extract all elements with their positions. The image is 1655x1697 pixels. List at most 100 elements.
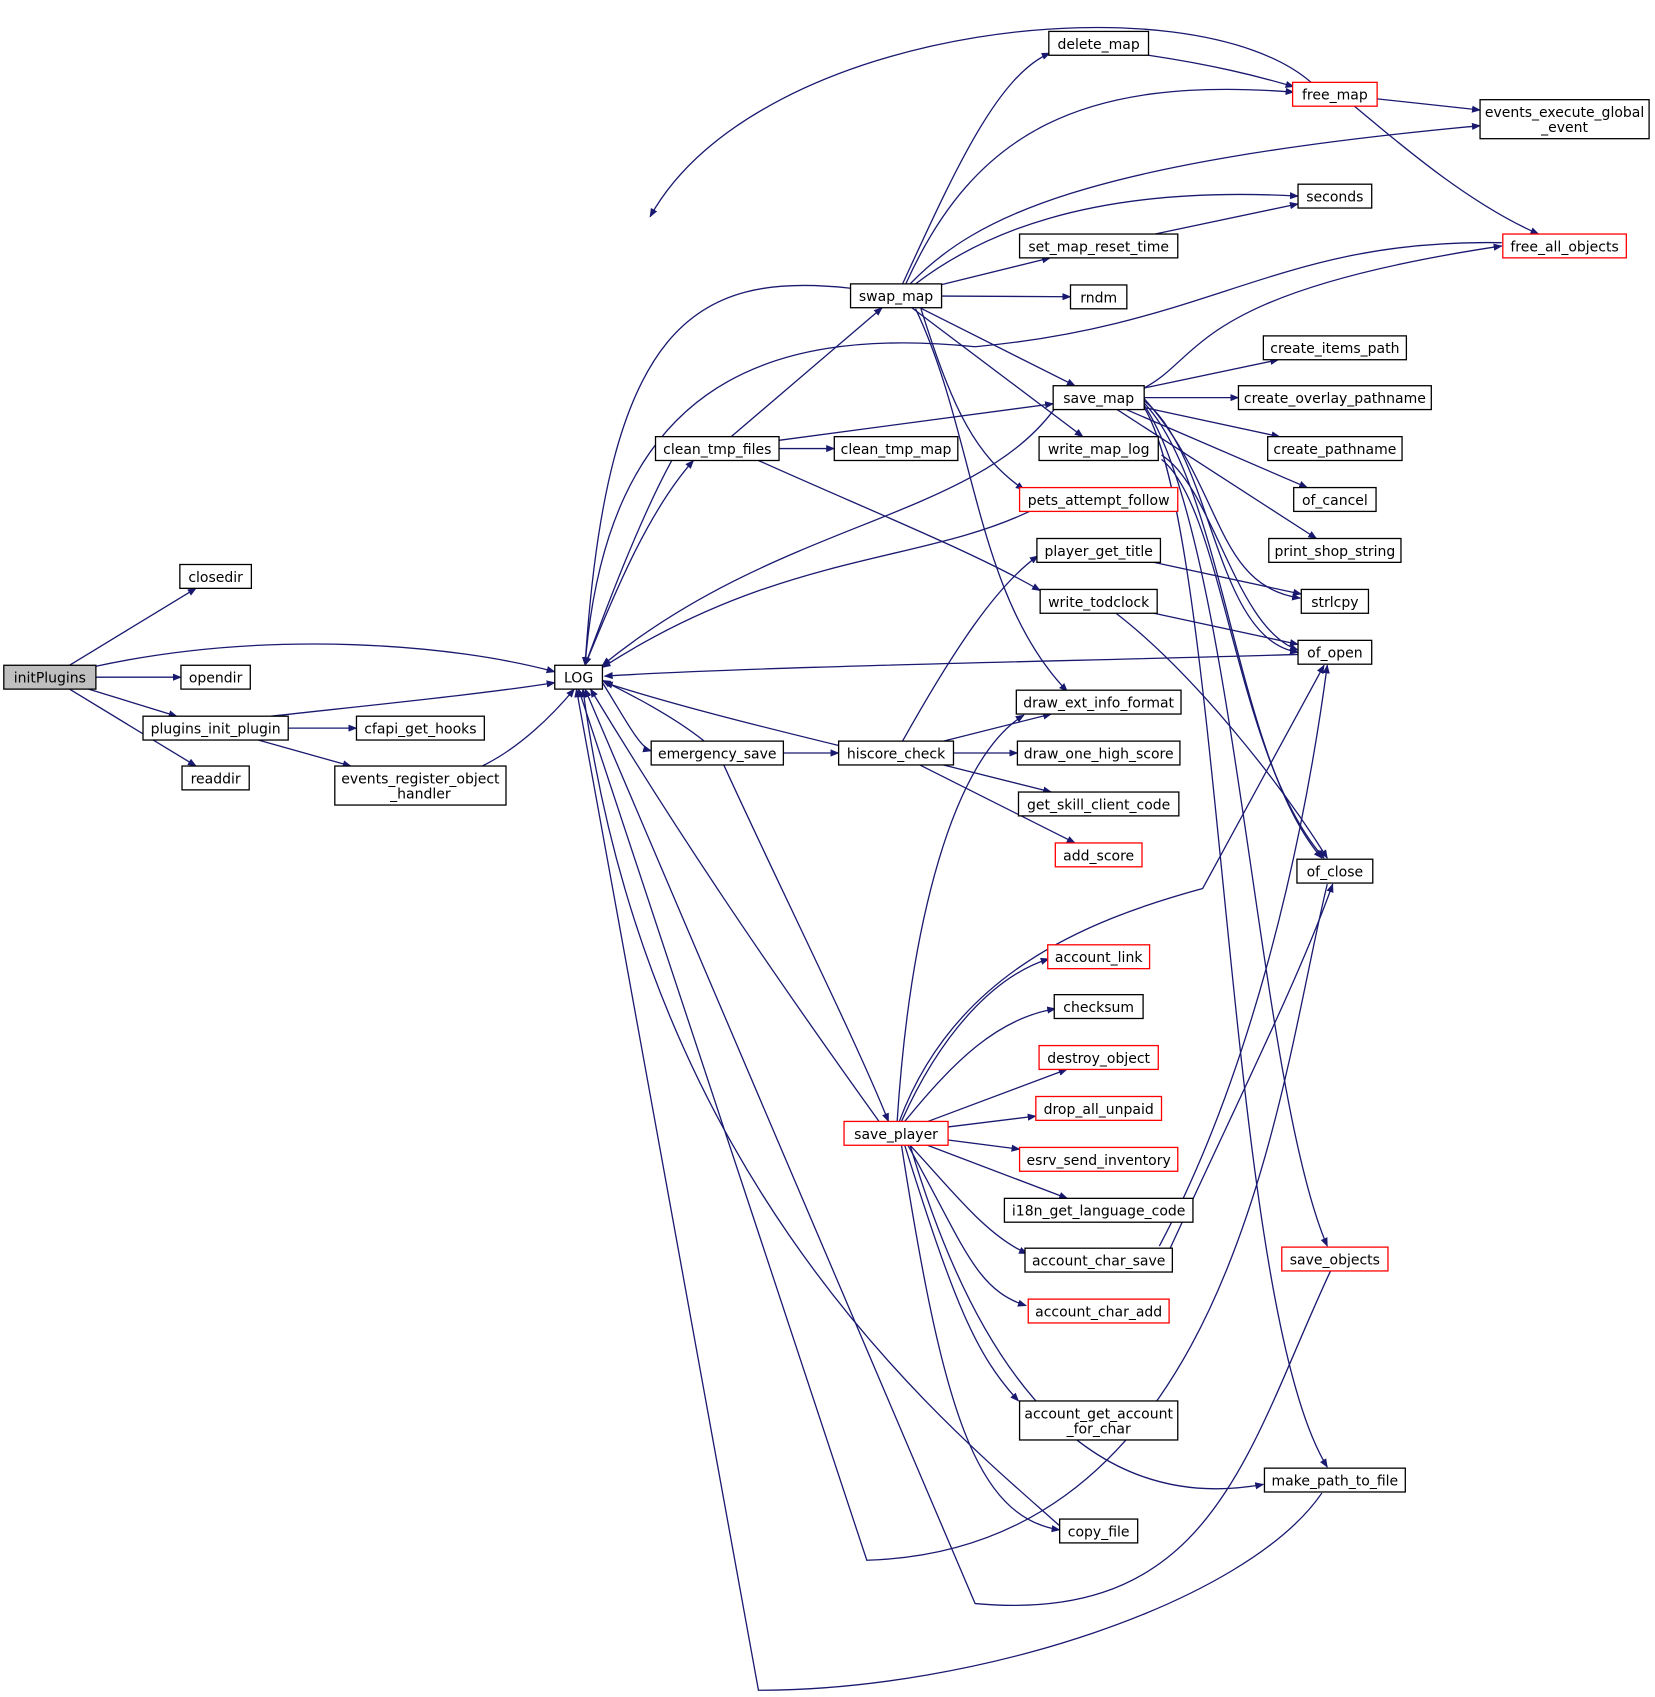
node-of_open[interactable]: of_open: [1297, 639, 1373, 665]
node-events_execute_global_event[interactable]: events_execute_global_event: [1479, 99, 1650, 140]
node-box-plugins_init_plugin: [142, 715, 289, 741]
edge-swap_map-to-LOG: [582, 284, 851, 667]
node-create_items_path[interactable]: create_items_path: [1262, 335, 1408, 361]
node-label-closedir: closedir: [188, 570, 243, 586]
edge-of_close-to-LOG: [577, 688, 1328, 1561]
node-box-drop_all_unpaid: [1035, 1095, 1163, 1121]
node-save_objects[interactable]: save_objects: [1281, 1246, 1389, 1272]
edge-initPlugins-to-LOG: [95, 643, 556, 674]
edge-events_register_object_handler-to-LOG: [481, 688, 575, 767]
node-emergency_save[interactable]: emergency_save: [650, 740, 785, 766]
node-account_char_save[interactable]: account_char_save: [1024, 1247, 1173, 1273]
edge-save_map-to-free_all_objects: [1143, 243, 1503, 389]
edge-save_map-to-create_items_path: [1144, 357, 1280, 389]
node-box-set_map_reset_time: [1018, 233, 1179, 259]
node-draw_one_high_score[interactable]: draw_one_high_score: [1016, 740, 1181, 766]
node-print_shop_string[interactable]: print_shop_string: [1268, 537, 1402, 563]
node-cfapi_get_hooks[interactable]: cfapi_get_hooks: [355, 715, 485, 741]
node-label-clean_tmp_map: clean_tmp_map: [841, 442, 952, 458]
node-label-add_score: add_score: [1063, 848, 1134, 864]
edge-emergency_save-to-LOG: [601, 679, 705, 742]
node-write_todclock[interactable]: write_todclock: [1039, 588, 1158, 614]
node-pets_attempt_follow[interactable]: pets_attempt_follow: [1018, 486, 1179, 513]
node-box-clean_tmp_files: [654, 436, 780, 462]
node-label-pets_attempt_follow: pets_attempt_follow: [1028, 493, 1170, 509]
node-rndm[interactable]: rndm: [1069, 284, 1128, 310]
node-make_path_to_file[interactable]: make_path_to_file: [1263, 1467, 1406, 1493]
node-box-account_link: [1047, 944, 1151, 970]
node-box-delete_map: [1048, 30, 1150, 56]
node-clean_tmp_map[interactable]: clean_tmp_map: [833, 436, 959, 462]
node-strlcpy[interactable]: strlcpy: [1300, 588, 1370, 614]
node-box-i18n_get_language_code: [1003, 1197, 1194, 1223]
node-account_get_account_for_char[interactable]: account_get_account_for_char: [1018, 1400, 1179, 1441]
edge-swap_map-to-delete_map: [901, 52, 1051, 285]
edge-swap_map-to-save_map: [919, 307, 1076, 387]
node-box-draw_ext_info_format: [1015, 689, 1182, 715]
node-draw_ext_info_format[interactable]: draw_ext_info_format: [1015, 689, 1182, 715]
edge-hiscore_check-to-LOG: [603, 681, 839, 747]
node-create_overlay_pathname[interactable]: create_overlay_pathname: [1237, 385, 1432, 411]
node-box-emergency_save: [650, 740, 785, 766]
node-delete_map[interactable]: delete_map: [1048, 30, 1150, 56]
node-readdir[interactable]: readdir: [181, 765, 250, 791]
node-set_map_reset_time[interactable]: set_map_reset_time: [1018, 233, 1179, 259]
node-label-events_register_object_handler-1: _handler: [389, 787, 451, 803]
node-plugins_init_plugin[interactable]: plugins_init_plugin: [142, 715, 289, 741]
edge-clean_tmp_files-to-write_todclock: [758, 459, 1041, 592]
edge-save_map-to-of_cancel: [1126, 408, 1309, 489]
node-write_map_log[interactable]: write_map_log: [1038, 436, 1159, 462]
node-label-account_char_save: account_char_save: [1032, 1254, 1165, 1270]
node-of_cancel[interactable]: of_cancel: [1293, 486, 1377, 513]
node-create_pathname[interactable]: create_pathname: [1267, 436, 1403, 462]
node-account_char_add[interactable]: account_char_add: [1027, 1298, 1170, 1324]
node-box-draw_one_high_score: [1016, 740, 1181, 766]
node-destroy_object[interactable]: destroy_object: [1038, 1044, 1159, 1071]
edge-free_map-to-events_execute_global_event: [1377, 98, 1481, 113]
node-copy_file[interactable]: copy_file: [1059, 1518, 1139, 1544]
node-box-of_close: [1296, 858, 1374, 884]
edge-write_todclock-to-of_open: [1153, 612, 1299, 647]
node-label-rndm: rndm: [1080, 290, 1117, 306]
node-label-strlcpy: strlcpy: [1311, 595, 1358, 611]
node-closedir[interactable]: closedir: [179, 563, 253, 589]
node-opendir[interactable]: opendir: [180, 664, 251, 690]
node-player_get_title[interactable]: player_get_title: [1036, 537, 1162, 563]
node-of_close[interactable]: of_close: [1296, 858, 1374, 884]
node-checksum[interactable]: checksum: [1053, 994, 1144, 1020]
node-box-add_score: [1054, 842, 1143, 868]
node-add_score[interactable]: add_score: [1054, 842, 1143, 868]
node-initPlugins[interactable]: initPlugins: [3, 664, 97, 690]
node-drop_all_unpaid[interactable]: drop_all_unpaid: [1035, 1095, 1163, 1121]
node-box-checksum: [1053, 994, 1144, 1020]
node-save_map[interactable]: save_map: [1052, 385, 1145, 411]
node-account_link[interactable]: account_link: [1047, 944, 1151, 970]
node-box-rndm: [1069, 284, 1128, 310]
node-box-player_get_title: [1036, 537, 1162, 563]
node-seconds[interactable]: seconds: [1297, 183, 1373, 209]
edge-plugins_init_plugin-to-LOG: [270, 680, 556, 717]
node-label-account_get_account_for_char-1: _for_char: [1066, 1421, 1131, 1437]
node-clean_tmp_files[interactable]: clean_tmp_files: [654, 436, 780, 462]
node-free_map[interactable]: free_map: [1291, 81, 1378, 107]
node-label-initPlugins: initPlugins: [14, 671, 86, 687]
node-label-account_char_add: account_char_add: [1035, 1304, 1162, 1320]
node-box-get_skill_client_code: [1017, 791, 1180, 817]
node-esrv_send_inventory[interactable]: esrv_send_inventory: [1018, 1146, 1179, 1172]
node-hiscore_check[interactable]: hiscore_check: [837, 740, 955, 766]
edge-clean_tmp_files-to-save_map: [778, 401, 1055, 441]
edge-save_player-to-checksum: [904, 1006, 1057, 1122]
node-get_skill_client_code[interactable]: get_skill_client_code: [1017, 791, 1180, 817]
edge-swap_map-to-events_execute_global_event: [909, 122, 1481, 285]
node-label-player_get_title: player_get_title: [1044, 544, 1152, 560]
edge-hiscore_check-to-add_score: [919, 764, 1076, 844]
node-swap_map[interactable]: swap_map: [849, 283, 943, 309]
edge-account_char_save-to-of_close: [1169, 883, 1334, 1249]
node-label-save_map: save_map: [1063, 391, 1134, 407]
node-events_register_object_handler[interactable]: events_register_object_handler: [334, 765, 507, 806]
node-i18n_get_language_code[interactable]: i18n_get_language_code: [1003, 1197, 1194, 1223]
node-box-events_execute_global_event: [1479, 99, 1650, 140]
node-free_all_objects[interactable]: free_all_objects: [1502, 233, 1627, 259]
node-LOG[interactable]: LOG: [554, 664, 604, 690]
node-save_player[interactable]: save_player: [843, 1120, 949, 1146]
